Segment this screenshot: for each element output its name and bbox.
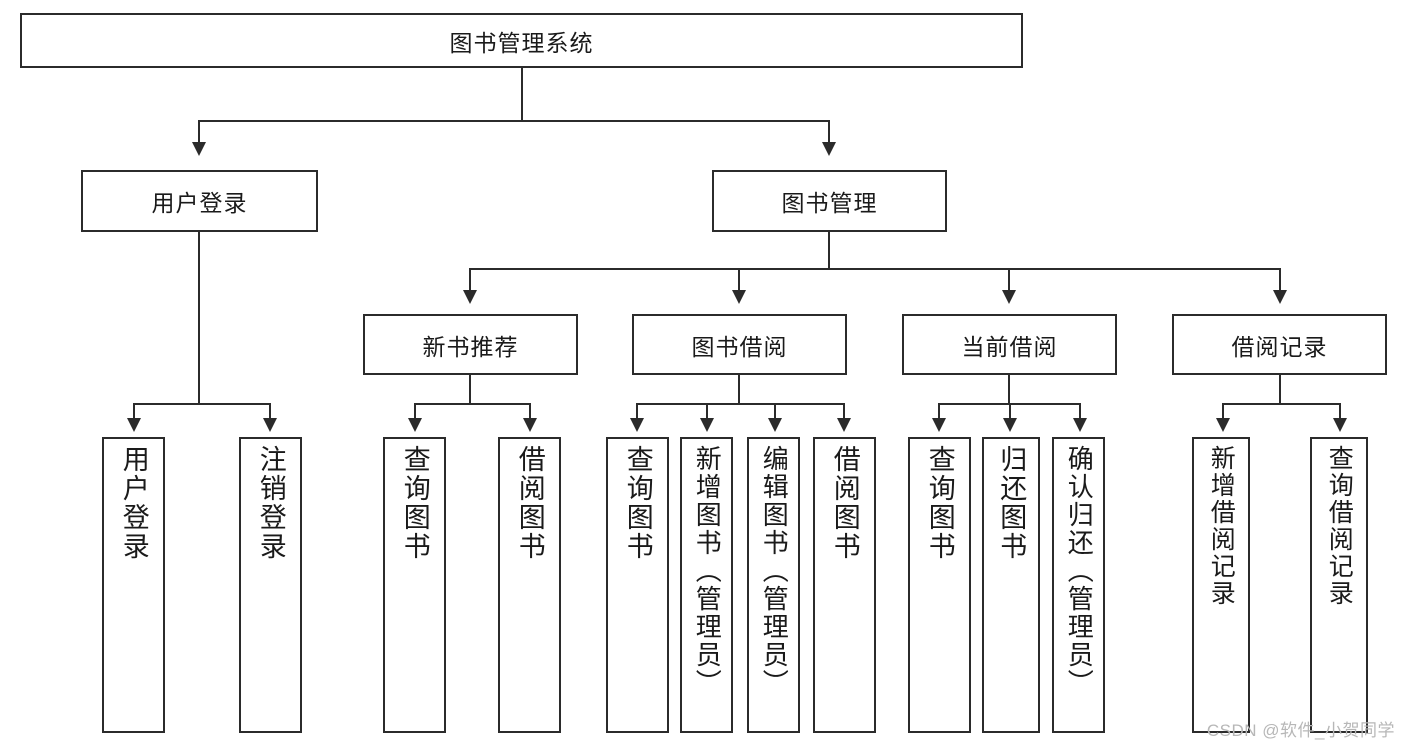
connector-level3-bus bbox=[469, 268, 1281, 270]
connector-book-borrow-leaf-4 bbox=[843, 403, 845, 421]
arrowhead-book-borrow bbox=[732, 290, 746, 304]
arrowhead-borrow-record bbox=[1273, 290, 1287, 304]
connector-borrow-record-leaf-1 bbox=[1222, 403, 1224, 421]
connector-new-book-bus bbox=[414, 403, 531, 405]
leaf-label: 查询图书 bbox=[924, 445, 955, 561]
connector-root-to-user-login bbox=[198, 120, 200, 146]
arrowhead-root-to-book-management bbox=[822, 142, 836, 156]
connector-book-borrow-leaf-2 bbox=[706, 403, 708, 421]
connector-current-borrow-leaf-1 bbox=[938, 403, 940, 421]
connector-book-borrow-leaf-3 bbox=[774, 403, 776, 421]
csdn-watermark: CSDN @软件_小贺同学 bbox=[1206, 721, 1395, 740]
arrowhead-book-borrow-leaf-2 bbox=[700, 418, 714, 432]
node-label: 图书管理系统 bbox=[449, 29, 594, 56]
leaf-label: 用户登录 bbox=[118, 445, 149, 561]
connector-to-new-book bbox=[469, 268, 471, 293]
connector-current-borrow-stem bbox=[1008, 375, 1010, 404]
connector-book-management-stem bbox=[828, 232, 830, 269]
leaf-label: 查询借阅记录 bbox=[1325, 445, 1354, 607]
node-label: 借阅记录 bbox=[1231, 333, 1328, 360]
node-book-borrow[interactable]: 图书借阅 bbox=[632, 314, 847, 375]
leaf-current-borrow-query[interactable]: 查询图书 bbox=[908, 437, 971, 733]
connector-root-stem bbox=[521, 68, 523, 121]
leaf-book-borrow-borrow[interactable]: 借阅图书 bbox=[813, 437, 876, 733]
leaf-current-borrow-return[interactable]: 归还图书 bbox=[982, 437, 1040, 733]
leaf-borrow-record-add[interactable]: 新增借阅记录 bbox=[1192, 437, 1250, 733]
leaf-borrow-record-query[interactable]: 查询借阅记录 bbox=[1310, 437, 1368, 733]
node-root-book-management-system[interactable]: 图书管理系统 bbox=[20, 13, 1023, 68]
connector-new-book-stem bbox=[469, 375, 471, 404]
node-current-borrow[interactable]: 当前借阅 bbox=[902, 314, 1117, 375]
connector-book-borrow-leaf-1 bbox=[636, 403, 638, 421]
leaf-label: 确认归还（管理员） bbox=[1064, 445, 1095, 697]
arrowhead-borrow-record-leaf-1 bbox=[1216, 418, 1230, 432]
node-label: 图书管理 bbox=[781, 190, 878, 216]
node-user-login[interactable]: 用户登录 bbox=[81, 170, 318, 232]
connector-new-book-leaf-2 bbox=[529, 403, 531, 421]
leaf-label: 归还图书 bbox=[996, 445, 1027, 561]
arrowhead-root-to-user-login bbox=[192, 142, 206, 156]
arrowhead-book-borrow-leaf-3 bbox=[768, 418, 782, 432]
node-label: 新书推荐 bbox=[422, 333, 519, 360]
leaf-label: 查询图书 bbox=[622, 445, 653, 561]
connector-root-to-book-management bbox=[828, 120, 830, 146]
connector-user-login-to-leaf-1 bbox=[133, 403, 135, 421]
connector-root-bus bbox=[198, 120, 829, 122]
arrowhead-user-login-leaf-2 bbox=[263, 418, 277, 432]
connector-user-login-stem bbox=[198, 232, 200, 404]
arrowhead-current-borrow-leaf-1 bbox=[932, 418, 946, 432]
connector-current-borrow-leaf-2 bbox=[1009, 403, 1011, 421]
connector-user-login-to-leaf-2 bbox=[269, 403, 271, 421]
arrowhead-current-borrow bbox=[1002, 290, 1016, 304]
arrowhead-current-borrow-leaf-3 bbox=[1073, 418, 1087, 432]
connector-borrow-record-stem bbox=[1279, 375, 1281, 404]
arrowhead-current-borrow-leaf-2 bbox=[1003, 418, 1017, 432]
connector-to-borrow-record bbox=[1279, 268, 1281, 293]
connector-book-borrow-bus bbox=[636, 403, 845, 405]
leaf-book-borrow-edit-admin[interactable]: 编辑图书（管理员） bbox=[747, 437, 800, 733]
leaf-label: 借阅图书 bbox=[514, 445, 545, 561]
leaf-label: 编辑图书（管理员） bbox=[759, 445, 790, 697]
leaf-book-borrow-query[interactable]: 查询图书 bbox=[606, 437, 669, 733]
leaf-label: 借阅图书 bbox=[829, 445, 860, 561]
connector-book-borrow-stem bbox=[738, 375, 740, 404]
arrowhead-book-borrow-leaf-4 bbox=[837, 418, 851, 432]
node-borrow-record[interactable]: 借阅记录 bbox=[1172, 314, 1387, 375]
connector-current-borrow-leaf-3 bbox=[1079, 403, 1081, 421]
arrowhead-borrow-record-leaf-2 bbox=[1333, 418, 1347, 432]
leaf-new-book-query[interactable]: 查询图书 bbox=[383, 437, 446, 733]
leaf-label: 新增图书（管理员） bbox=[692, 445, 723, 697]
leaf-label: 新增借阅记录 bbox=[1207, 445, 1236, 607]
leaf-label: 查询图书 bbox=[399, 445, 430, 561]
leaf-label: 注销登录 bbox=[255, 445, 286, 561]
node-label: 用户登录 bbox=[151, 190, 248, 216]
node-new-book-recommend[interactable]: 新书推荐 bbox=[363, 314, 578, 375]
arrowhead-new-book-leaf-2 bbox=[523, 418, 537, 432]
connector-user-login-bus bbox=[133, 403, 270, 405]
node-label: 图书借阅 bbox=[691, 333, 788, 360]
leaf-user-login-logout[interactable]: 注销登录 bbox=[239, 437, 302, 733]
arrowhead-new-book bbox=[463, 290, 477, 304]
arrowhead-user-login-leaf-1 bbox=[127, 418, 141, 432]
leaf-new-book-borrow[interactable]: 借阅图书 bbox=[498, 437, 561, 733]
connector-new-book-leaf-1 bbox=[414, 403, 416, 421]
arrowhead-book-borrow-leaf-1 bbox=[630, 418, 644, 432]
leaf-book-borrow-add-admin[interactable]: 新增图书（管理员） bbox=[680, 437, 733, 733]
leaf-current-borrow-confirm-admin[interactable]: 确认归还（管理员） bbox=[1052, 437, 1105, 733]
node-book-management[interactable]: 图书管理 bbox=[712, 170, 947, 232]
arrowhead-new-book-leaf-1 bbox=[408, 418, 422, 432]
connector-borrow-record-bus bbox=[1222, 403, 1341, 405]
node-label: 当前借阅 bbox=[961, 333, 1058, 360]
connector-to-book-borrow bbox=[738, 268, 740, 293]
connector-borrow-record-leaf-2 bbox=[1339, 403, 1341, 421]
leaf-user-login-login[interactable]: 用户登录 bbox=[102, 437, 165, 733]
connector-to-current-borrow bbox=[1008, 268, 1010, 293]
